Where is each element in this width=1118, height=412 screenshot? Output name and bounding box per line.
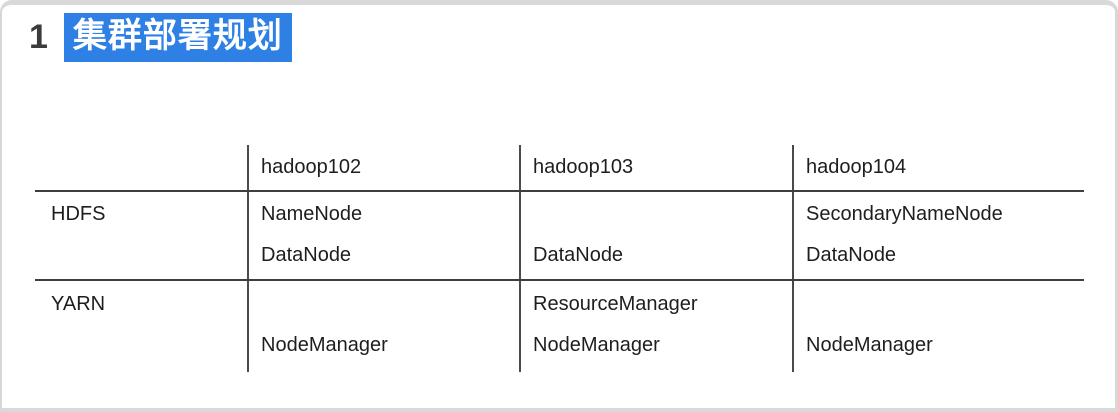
heading-number: 1 <box>29 18 48 56</box>
header-cell-hadoop102: hadoop102 <box>247 145 520 192</box>
cell-line: NameNode <box>261 203 363 225</box>
table-header-row: hadoop102 hadoop103 hadoop104 <box>35 145 1084 192</box>
row-label-cell: YARN <box>35 280 248 372</box>
table-row-hdfs: HDFS NameNode DataNode DataNode Secondar… <box>35 191 1084 281</box>
row-label: HDFS <box>51 203 106 225</box>
cell-line: DataNode <box>261 244 352 266</box>
table-cell: NodeManager <box>247 280 520 372</box>
cell-line: ResourceManager <box>533 293 698 315</box>
row-label-cell: HDFS <box>35 191 248 281</box>
cell-line: NodeManager <box>533 334 660 356</box>
cell-line: DataNode <box>533 244 624 266</box>
cell-line: SecondaryNameNode <box>806 203 1003 225</box>
cell-line: NodeManager <box>806 334 933 356</box>
row-label: YARN <box>51 293 106 315</box>
table-cell: DataNode <box>519 191 793 281</box>
cell-line: DataNode <box>806 244 897 266</box>
section-heading: 1 集群部署规划 <box>29 13 292 62</box>
heading-title-highlighted: 集群部署规划 <box>63 13 292 62</box>
cluster-plan-table: hadoop102 hadoop103 hadoop104 HDFS NameN… <box>35 145 1084 372</box>
cell-line <box>249 284 519 325</box>
header-cell-hadoop104: hadoop104 <box>792 145 1084 192</box>
table-cell: NodeManager <box>792 280 1084 372</box>
header-cell-empty <box>35 145 248 192</box>
table-cell: NameNode DataNode <box>247 191 520 281</box>
cell-line <box>794 284 1084 325</box>
header-cell-hadoop103: hadoop103 <box>519 145 793 192</box>
table-row-yarn: YARN NodeManager ResourceManager NodeMan… <box>35 280 1084 372</box>
cell-line <box>521 194 792 235</box>
table-cell: SecondaryNameNode DataNode <box>792 191 1084 281</box>
cell-line: NodeManager <box>261 334 388 356</box>
table-cell: ResourceManager NodeManager <box>519 280 793 372</box>
